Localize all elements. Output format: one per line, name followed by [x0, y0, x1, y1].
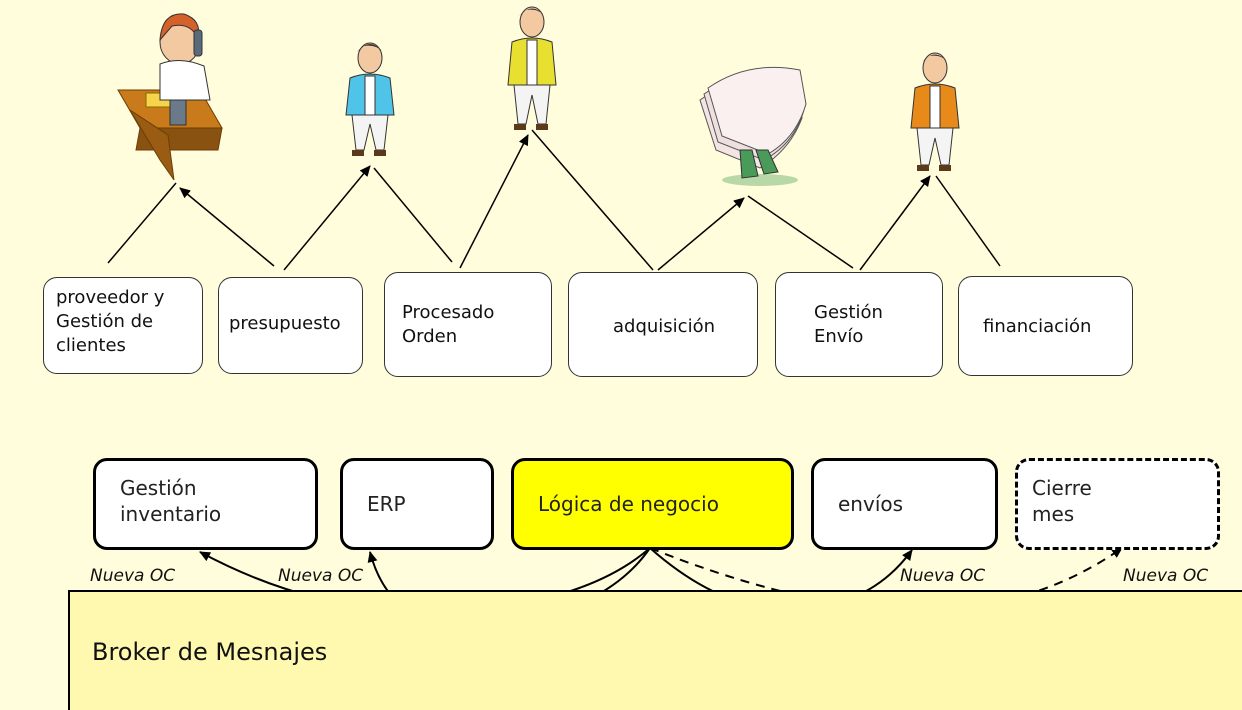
message-label: Nueva OC — [278, 566, 364, 586]
service-box-label: ERP — [367, 492, 406, 516]
process-box-label: Procesado Orden — [402, 302, 495, 347]
service-box-logica-de-negocio: Lógica de negocio — [511, 458, 794, 550]
service-box-inventario: Gestión inventario — [93, 458, 318, 550]
service-box-envios: envíos — [811, 458, 998, 550]
process-box-presupuesto: presupuesto — [218, 277, 363, 374]
process-box-label: presupuesto — [229, 313, 341, 334]
employee-cyan-icon — [345, 42, 395, 156]
process-box-adquisicion: adquisición — [568, 272, 758, 377]
employee-yellow-icon — [507, 6, 557, 130]
arrow-line — [859, 175, 931, 271]
arrow-line — [531, 129, 654, 271]
process-box-label: financiación — [983, 316, 1092, 337]
process-box-gestion-envio: Gestión Envío — [775, 272, 943, 377]
arrow-line — [283, 165, 371, 271]
message-label: Nueva OC — [90, 566, 176, 586]
process-box-label: adquisición — [613, 316, 715, 337]
message-broker: Broker de Mesnajes — [68, 590, 1242, 710]
process-box-procesado-orden: Procesado Orden — [384, 272, 552, 377]
arrow-line — [373, 167, 453, 263]
service-box-cierre-mes: Cierre mes — [1015, 458, 1220, 550]
process-box-label: Gestión Envío — [814, 302, 883, 347]
service-box-label: Gestión inventario — [120, 476, 222, 526]
service-box-label: Cierre mes — [1032, 476, 1092, 526]
process-box-financiacion: financiación — [958, 276, 1133, 376]
process-box-label: proveedor y Gestión de clientes — [56, 287, 165, 356]
message-label: Nueva OC — [900, 566, 986, 586]
service-box-label: Lógica de negocio — [538, 492, 719, 516]
arrow-line — [935, 175, 1001, 267]
arrow-line — [179, 187, 275, 267]
message-arrow — [649, 547, 1123, 611]
arrow-line — [657, 197, 745, 271]
employee-orange-icon — [910, 52, 960, 171]
receptionist-desk-icon — [117, 13, 223, 181]
service-box-erp: ERP — [340, 458, 494, 550]
person-carrying-papers-icon — [699, 66, 807, 186]
service-box-label: envíos — [838, 492, 904, 516]
arrow-line — [747, 195, 854, 269]
process-box-proveedor: proveedor y Gestión de clientes — [43, 277, 203, 374]
arrow-line — [107, 182, 177, 264]
broker-label: Broker de Mesnajes — [92, 638, 328, 666]
arrow-line — [459, 134, 529, 269]
message-label: Nueva OC — [1123, 566, 1209, 586]
